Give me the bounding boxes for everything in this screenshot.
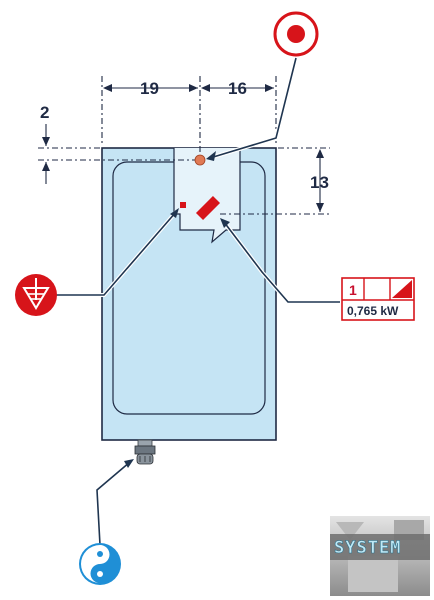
power-rating-box	[341, 277, 415, 321]
leader-lines-dark	[56, 57, 340, 546]
equipotential-bonding-icon	[15, 274, 57, 316]
dim-label-height-right: 13	[310, 173, 329, 192]
drain-icon	[79, 543, 121, 585]
logo-text: SYSTEM	[334, 538, 401, 558]
leader-arrow-drain	[124, 459, 134, 468]
water-inlet-icon	[273, 11, 319, 57]
electrical-connection-icon	[392, 280, 412, 298]
water-inlet-point	[194, 154, 206, 166]
equipotential-point	[180, 202, 186, 208]
dim-label-width-left: 19	[140, 79, 159, 98]
dim-label-width-right: 16	[228, 79, 247, 98]
leader-arrow-equipotential	[170, 208, 179, 218]
power-rating: 0,765 kW	[347, 304, 399, 318]
electrical-connection-point	[195, 195, 221, 221]
leader-arrow-electrical	[220, 218, 230, 228]
dimension-lines	[38, 76, 330, 215]
power-phase-count: 1	[349, 282, 357, 298]
system-logo: SYSTEM	[330, 516, 430, 596]
drain-fitting	[134, 439, 156, 465]
dim-label-offset-top: 2	[40, 103, 49, 122]
leader-arrow-inlet	[206, 151, 216, 161]
